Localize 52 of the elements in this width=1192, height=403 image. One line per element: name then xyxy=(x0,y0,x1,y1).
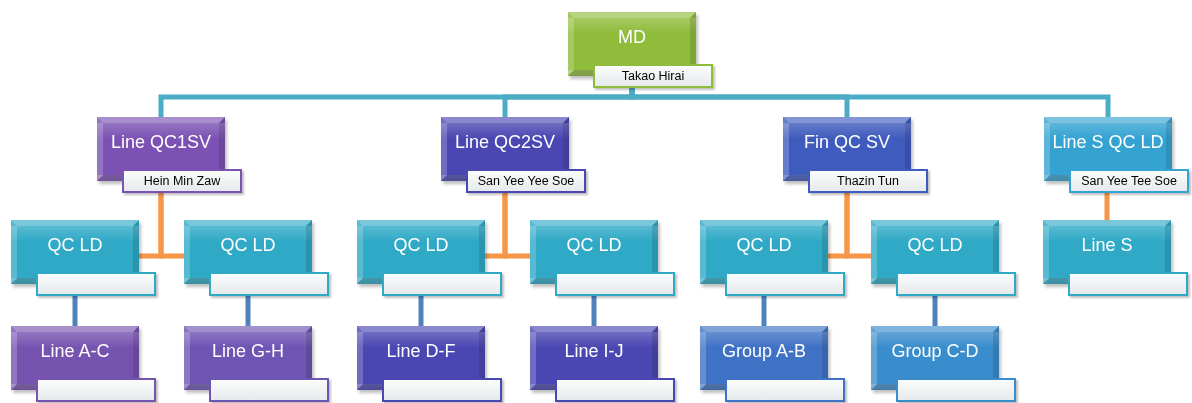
connector-line xyxy=(245,296,251,326)
org-chart-card xyxy=(184,326,329,402)
org-chart-card xyxy=(530,326,675,402)
role-title: QC LD xyxy=(47,234,103,256)
person-name: San Yee Tee Soe xyxy=(1081,174,1177,188)
person-name: San Yee Yee Soe xyxy=(477,174,575,188)
role-title: QC LD xyxy=(220,234,276,256)
role-title: Line G-H xyxy=(212,340,284,362)
person-name: Thazin Tun xyxy=(837,174,899,188)
org-chart-card xyxy=(530,220,675,296)
connector-line xyxy=(158,193,184,259)
org-chart-card xyxy=(1044,117,1189,193)
role-title: Line A-C xyxy=(40,340,110,362)
role-title: Line D-F xyxy=(386,340,456,362)
connector-line xyxy=(761,296,767,326)
org-chart-card xyxy=(700,326,845,402)
person-name: Takao Hirai xyxy=(621,69,685,83)
org-chart-card xyxy=(11,326,156,402)
role-title: Group C-D xyxy=(891,340,979,362)
role-title: QC LD xyxy=(907,234,963,256)
connector-line xyxy=(629,88,1111,117)
connector-line xyxy=(72,296,78,326)
org-chart-card xyxy=(97,117,242,193)
role-title: QC LD xyxy=(566,234,622,256)
org-chart-card xyxy=(871,326,1016,402)
connector-line xyxy=(1104,193,1110,220)
role-title: MD xyxy=(618,26,646,48)
org-chart-card xyxy=(184,220,329,296)
role-title: Line I-J xyxy=(564,340,624,362)
org-chart-card xyxy=(700,220,845,296)
role-title: QC LD xyxy=(736,234,792,256)
connector-line xyxy=(844,193,871,259)
connector-line xyxy=(932,296,938,326)
org-chart-card xyxy=(11,220,156,296)
role-title: Line QC1SV xyxy=(110,131,212,153)
role-title: Group A-B xyxy=(721,340,806,362)
connector-line xyxy=(591,296,597,326)
org-chart-card xyxy=(357,326,502,402)
org-chart-card xyxy=(357,220,502,296)
role-title: Fin QC SV xyxy=(804,131,890,153)
org-chart-card xyxy=(568,12,713,88)
org-chart-card xyxy=(871,220,1016,296)
role-title: Line S QC LD xyxy=(1052,131,1164,153)
org-chart-card xyxy=(783,117,928,193)
person-name: Hein Min Zaw xyxy=(143,174,221,188)
connector-line xyxy=(418,296,424,326)
org-chart-card xyxy=(441,117,586,193)
connector-line xyxy=(502,193,530,259)
role-title: Line QC2SV xyxy=(454,131,556,153)
role-title: Line S xyxy=(1081,234,1133,256)
role-title: QC LD xyxy=(393,234,449,256)
org-chart-card xyxy=(1043,220,1188,296)
